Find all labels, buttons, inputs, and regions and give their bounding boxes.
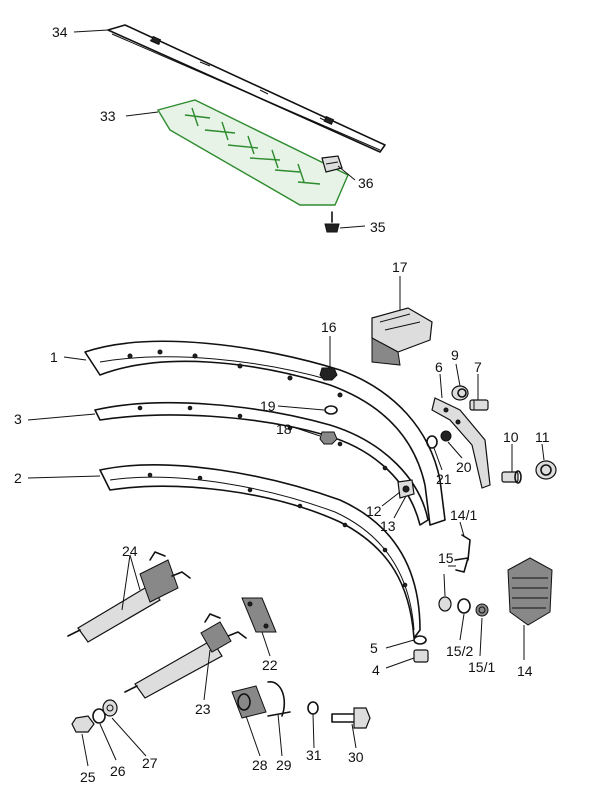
label-4: 4 <box>372 662 380 678</box>
leader-lines <box>27 29 545 767</box>
label-19: 19 <box>260 398 276 414</box>
part-15-2-washer <box>457 598 471 614</box>
part-17-corner-block <box>371 307 433 366</box>
part-15-1-nut <box>475 603 489 617</box>
part-1-bumper-outer <box>84 340 446 526</box>
part-18-nut <box>319 431 338 445</box>
part-34-strip <box>107 24 386 153</box>
label-10: 10 <box>503 429 519 445</box>
label-1: 1 <box>50 349 58 365</box>
label-33: 33 <box>100 108 116 124</box>
label-5: 5 <box>370 640 378 656</box>
label-11: 11 <box>535 429 550 445</box>
part-22-plate <box>241 597 277 633</box>
part-19-washer <box>324 405 338 415</box>
part-15-washer <box>438 596 452 612</box>
part-25-nut <box>71 715 95 733</box>
label-24: 24 <box>122 543 138 559</box>
part-31-ring <box>307 701 319 715</box>
label-22: 22 <box>262 657 278 673</box>
part-11-grommet <box>535 460 557 480</box>
label-29: 29 <box>276 757 292 773</box>
part-26-washer <box>92 708 106 724</box>
label-25: 25 <box>80 769 96 785</box>
part-23-mount-rod <box>124 613 247 699</box>
label-30: 30 <box>348 749 364 765</box>
part-24-mount-rod <box>67 551 191 643</box>
part-6-bracket <box>431 397 491 489</box>
label-13: 13 <box>380 518 396 534</box>
label-26: 26 <box>110 763 126 779</box>
part-36-clip <box>321 155 343 173</box>
label-23: 23 <box>195 701 211 717</box>
label-7: 7 <box>474 359 482 375</box>
label-6: 6 <box>435 359 443 375</box>
label-18: 18 <box>276 421 292 437</box>
part-15-bracket <box>454 557 469 573</box>
label-27: 27 <box>142 755 158 771</box>
part-5-washer <box>413 635 427 645</box>
part-14-guard <box>507 557 553 626</box>
label-17: 17 <box>392 259 408 275</box>
label-15-1: 15/1 <box>468 659 495 675</box>
label-36: 36 <box>358 175 374 191</box>
part-20-nut <box>440 430 452 442</box>
part-2-bumper-lower <box>99 464 421 639</box>
part-16-nut <box>319 367 338 381</box>
part-27-washer <box>102 699 118 717</box>
label-2: 2 <box>14 470 22 486</box>
part-33-plate <box>156 99 349 206</box>
label-15: 15 <box>438 550 454 566</box>
label-15-2: 15/2 <box>446 643 473 659</box>
part-30-bolt <box>331 707 371 729</box>
label-3: 3 <box>14 411 22 427</box>
label-28: 28 <box>252 757 268 773</box>
part-10-bolt <box>501 470 522 484</box>
part-28-bushing <box>231 685 267 719</box>
part-7-bolt <box>469 399 489 411</box>
part-14-1-clip <box>461 534 471 561</box>
label-12: 12 <box>366 503 382 519</box>
part-29-clamp <box>267 681 291 717</box>
part-21-washer <box>426 435 438 449</box>
part-4-bolt <box>413 649 429 663</box>
label-14: 14 <box>517 663 533 679</box>
label-9: 9 <box>451 347 459 363</box>
label-34: 34 <box>52 24 68 40</box>
part-35-screw <box>324 211 340 233</box>
label-35: 35 <box>370 219 386 235</box>
part-9-bushing <box>451 385 469 401</box>
part-labels: 34 33 36 35 17 16 1 3 2 19 18 9 7 6 10 1… <box>14 24 550 785</box>
part-12-13-mount <box>397 479 415 499</box>
label-16: 16 <box>321 319 337 335</box>
label-14-1: 14/1 <box>450 507 477 523</box>
label-31: 31 <box>306 747 322 763</box>
label-20: 20 <box>456 459 472 475</box>
part-3-bumper-strip <box>94 402 429 526</box>
label-21: 21 <box>436 471 452 487</box>
